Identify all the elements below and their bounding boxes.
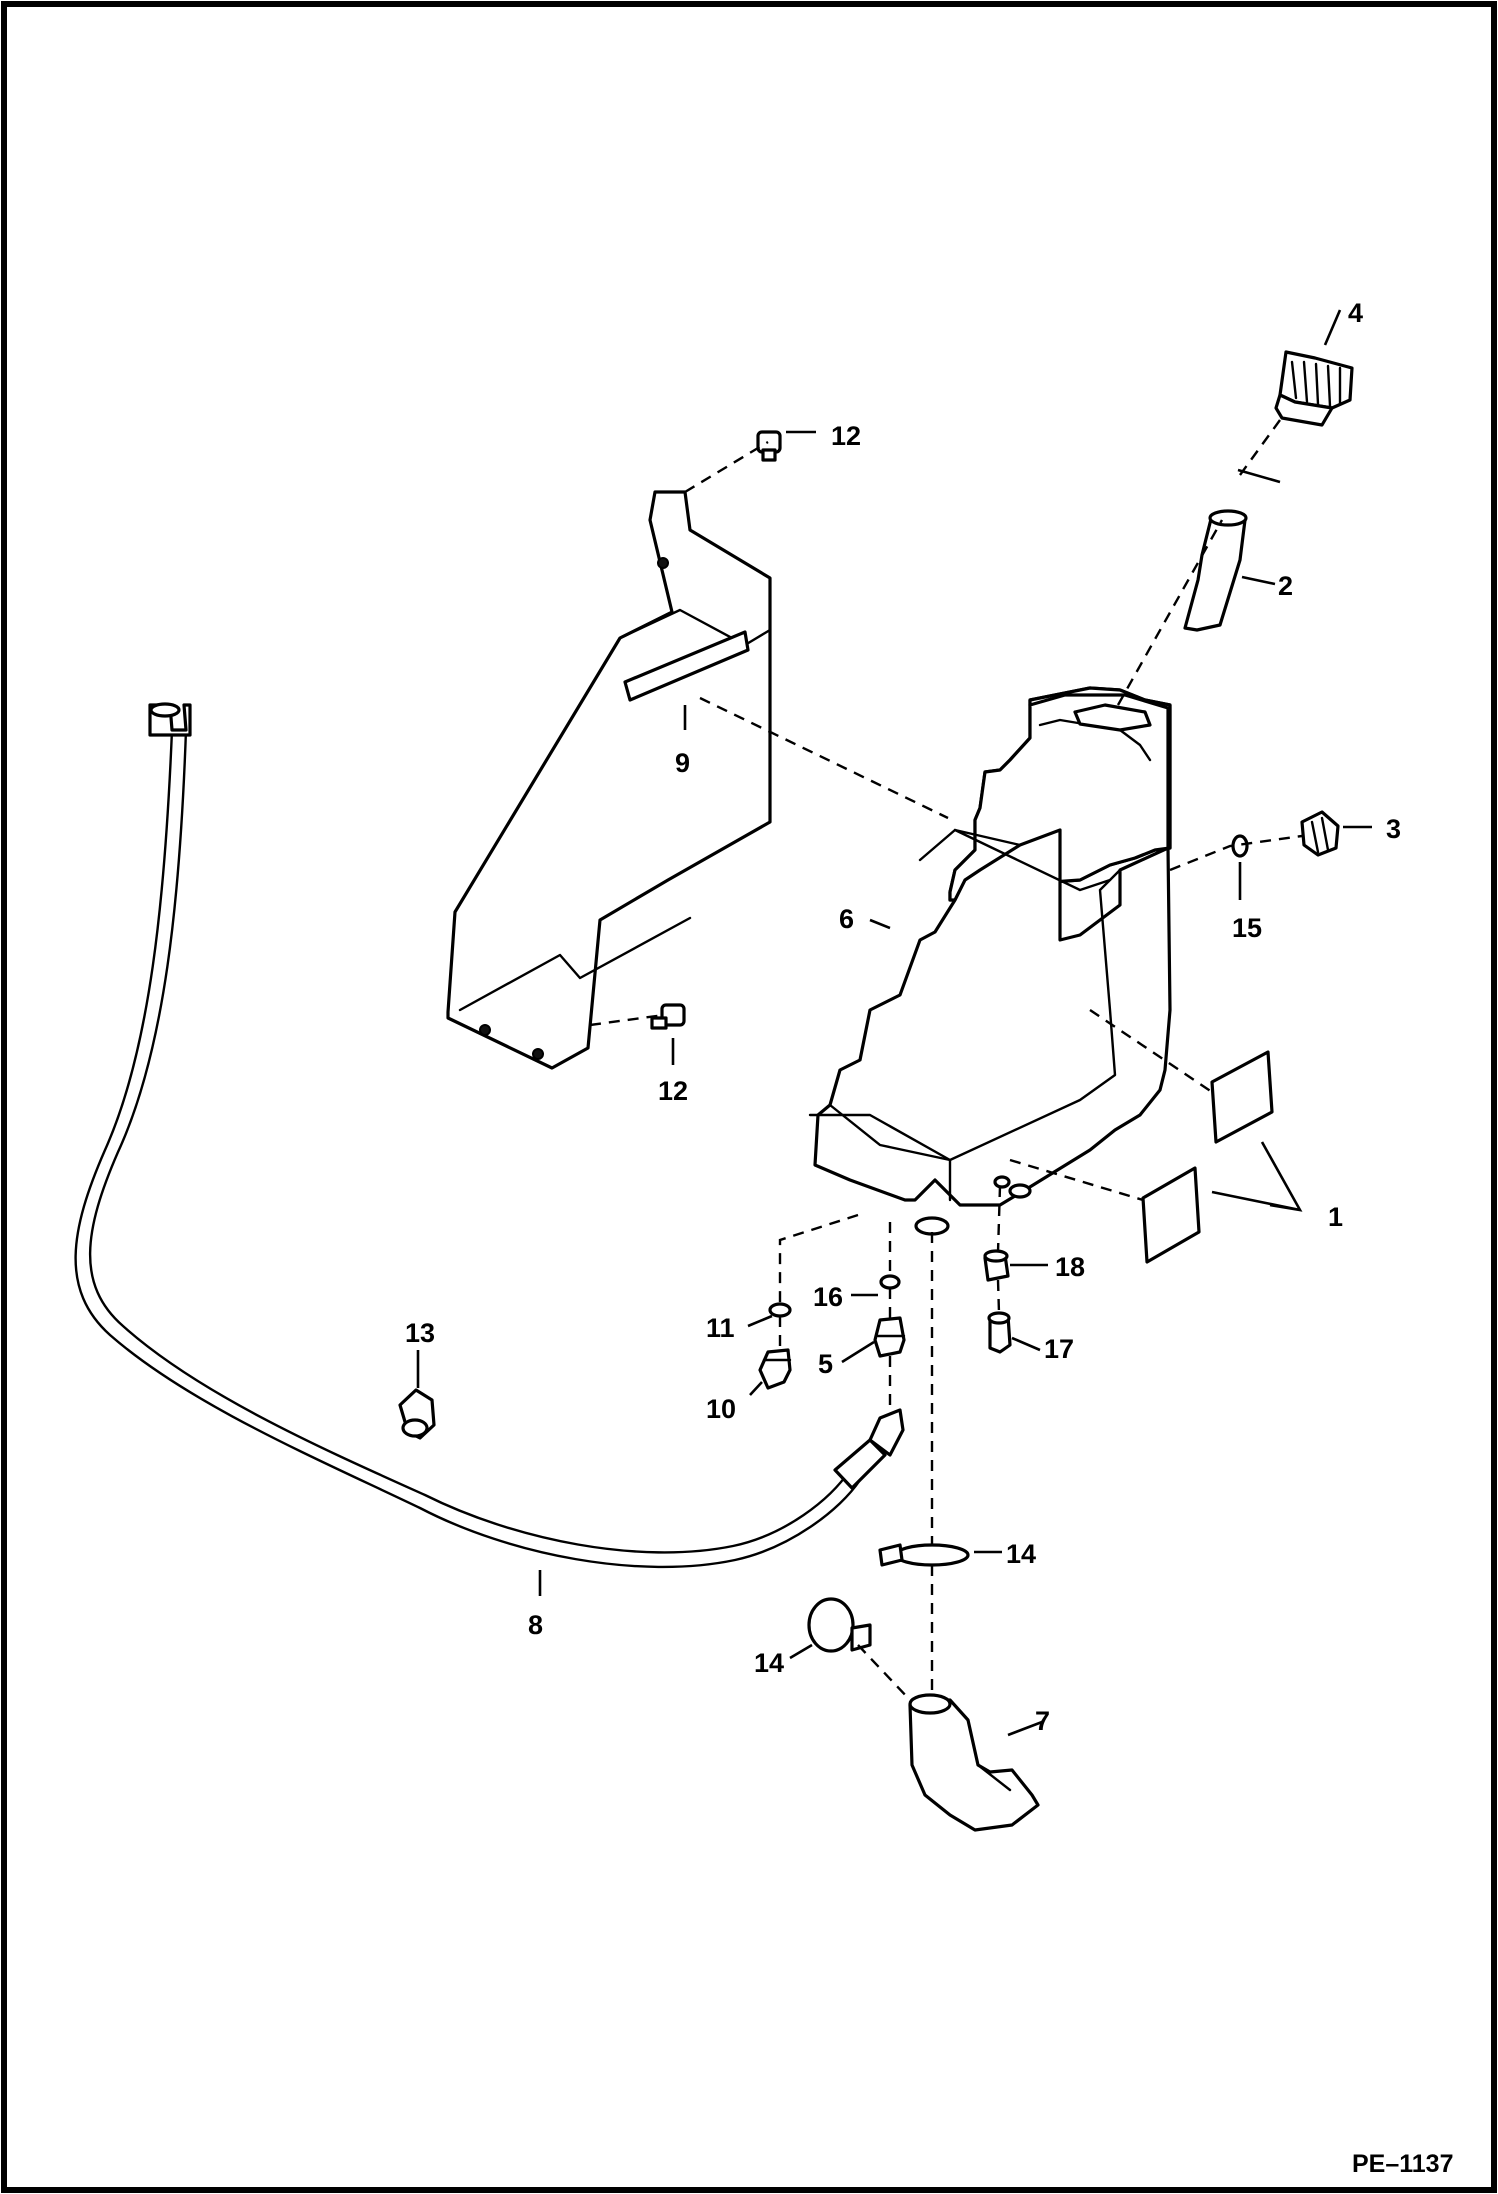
callout-6: 6 bbox=[839, 904, 854, 934]
sensor-switch bbox=[983, 1249, 1010, 1282]
callout-4: 4 bbox=[1348, 298, 1363, 328]
gasket-ring bbox=[1237, 468, 1281, 484]
decal-lower bbox=[1141, 1166, 1201, 1264]
sensor-cap bbox=[987, 1311, 1012, 1354]
callout-3: 3 bbox=[1386, 814, 1401, 844]
callout-18: 18 bbox=[1055, 1252, 1085, 1282]
plug bbox=[1300, 810, 1340, 857]
leader-lines bbox=[416, 309, 1372, 1737]
adapter-fitting bbox=[873, 1316, 906, 1358]
callout-10: 10 bbox=[706, 1394, 736, 1424]
callout-2: 2 bbox=[1278, 571, 1293, 601]
figure-id: PE–1137 bbox=[1352, 2150, 1454, 2178]
callout-8: 8 bbox=[528, 1610, 543, 1640]
bolt-lower bbox=[650, 1003, 686, 1030]
filler-cap bbox=[1274, 350, 1354, 427]
hose-clamp bbox=[807, 1597, 872, 1653]
callout-9: 9 bbox=[675, 748, 690, 778]
mounting-bracket bbox=[446, 490, 772, 1070]
callout-15: 15 bbox=[1232, 913, 1262, 943]
sensor-port bbox=[993, 1175, 1011, 1189]
callout-11: 11 bbox=[706, 1313, 735, 1343]
o-ring bbox=[1231, 834, 1249, 858]
bolt-hole bbox=[657, 557, 669, 569]
bolt-upper bbox=[756, 430, 782, 462]
fitting bbox=[758, 1348, 792, 1390]
o-ring bbox=[879, 1274, 901, 1290]
callout-13: 13 bbox=[405, 1318, 435, 1348]
elbow-hose bbox=[908, 1693, 1040, 1832]
o-ring bbox=[768, 1302, 792, 1318]
outlet-port bbox=[1008, 1183, 1032, 1199]
hose-clamp bbox=[878, 1543, 970, 1567]
bolt-hole bbox=[532, 1048, 544, 1060]
callout-16: 16 bbox=[813, 1282, 843, 1312]
hose-clamp bbox=[398, 1388, 436, 1440]
hose-assembly bbox=[74, 702, 905, 1569]
reservoir-tank bbox=[808, 686, 1172, 1236]
callout-14-lower: 14 bbox=[754, 1648, 784, 1678]
callout-12-lower: 12 bbox=[658, 1076, 688, 1106]
decal-upper bbox=[1210, 1050, 1274, 1144]
drain-port bbox=[914, 1216, 950, 1236]
bolt-hole bbox=[479, 1024, 491, 1036]
callout-5: 5 bbox=[818, 1349, 833, 1379]
callout-12-upper: 12 bbox=[831, 421, 861, 451]
callout-14-upper: 14 bbox=[1006, 1539, 1036, 1569]
callout-7: 7 bbox=[1035, 1706, 1050, 1736]
filler-neck-hose bbox=[1183, 509, 1248, 632]
callout-17: 17 bbox=[1044, 1334, 1074, 1364]
assembly-lines bbox=[589, 419, 1303, 1701]
callout-1: 1 bbox=[1328, 1202, 1343, 1232]
